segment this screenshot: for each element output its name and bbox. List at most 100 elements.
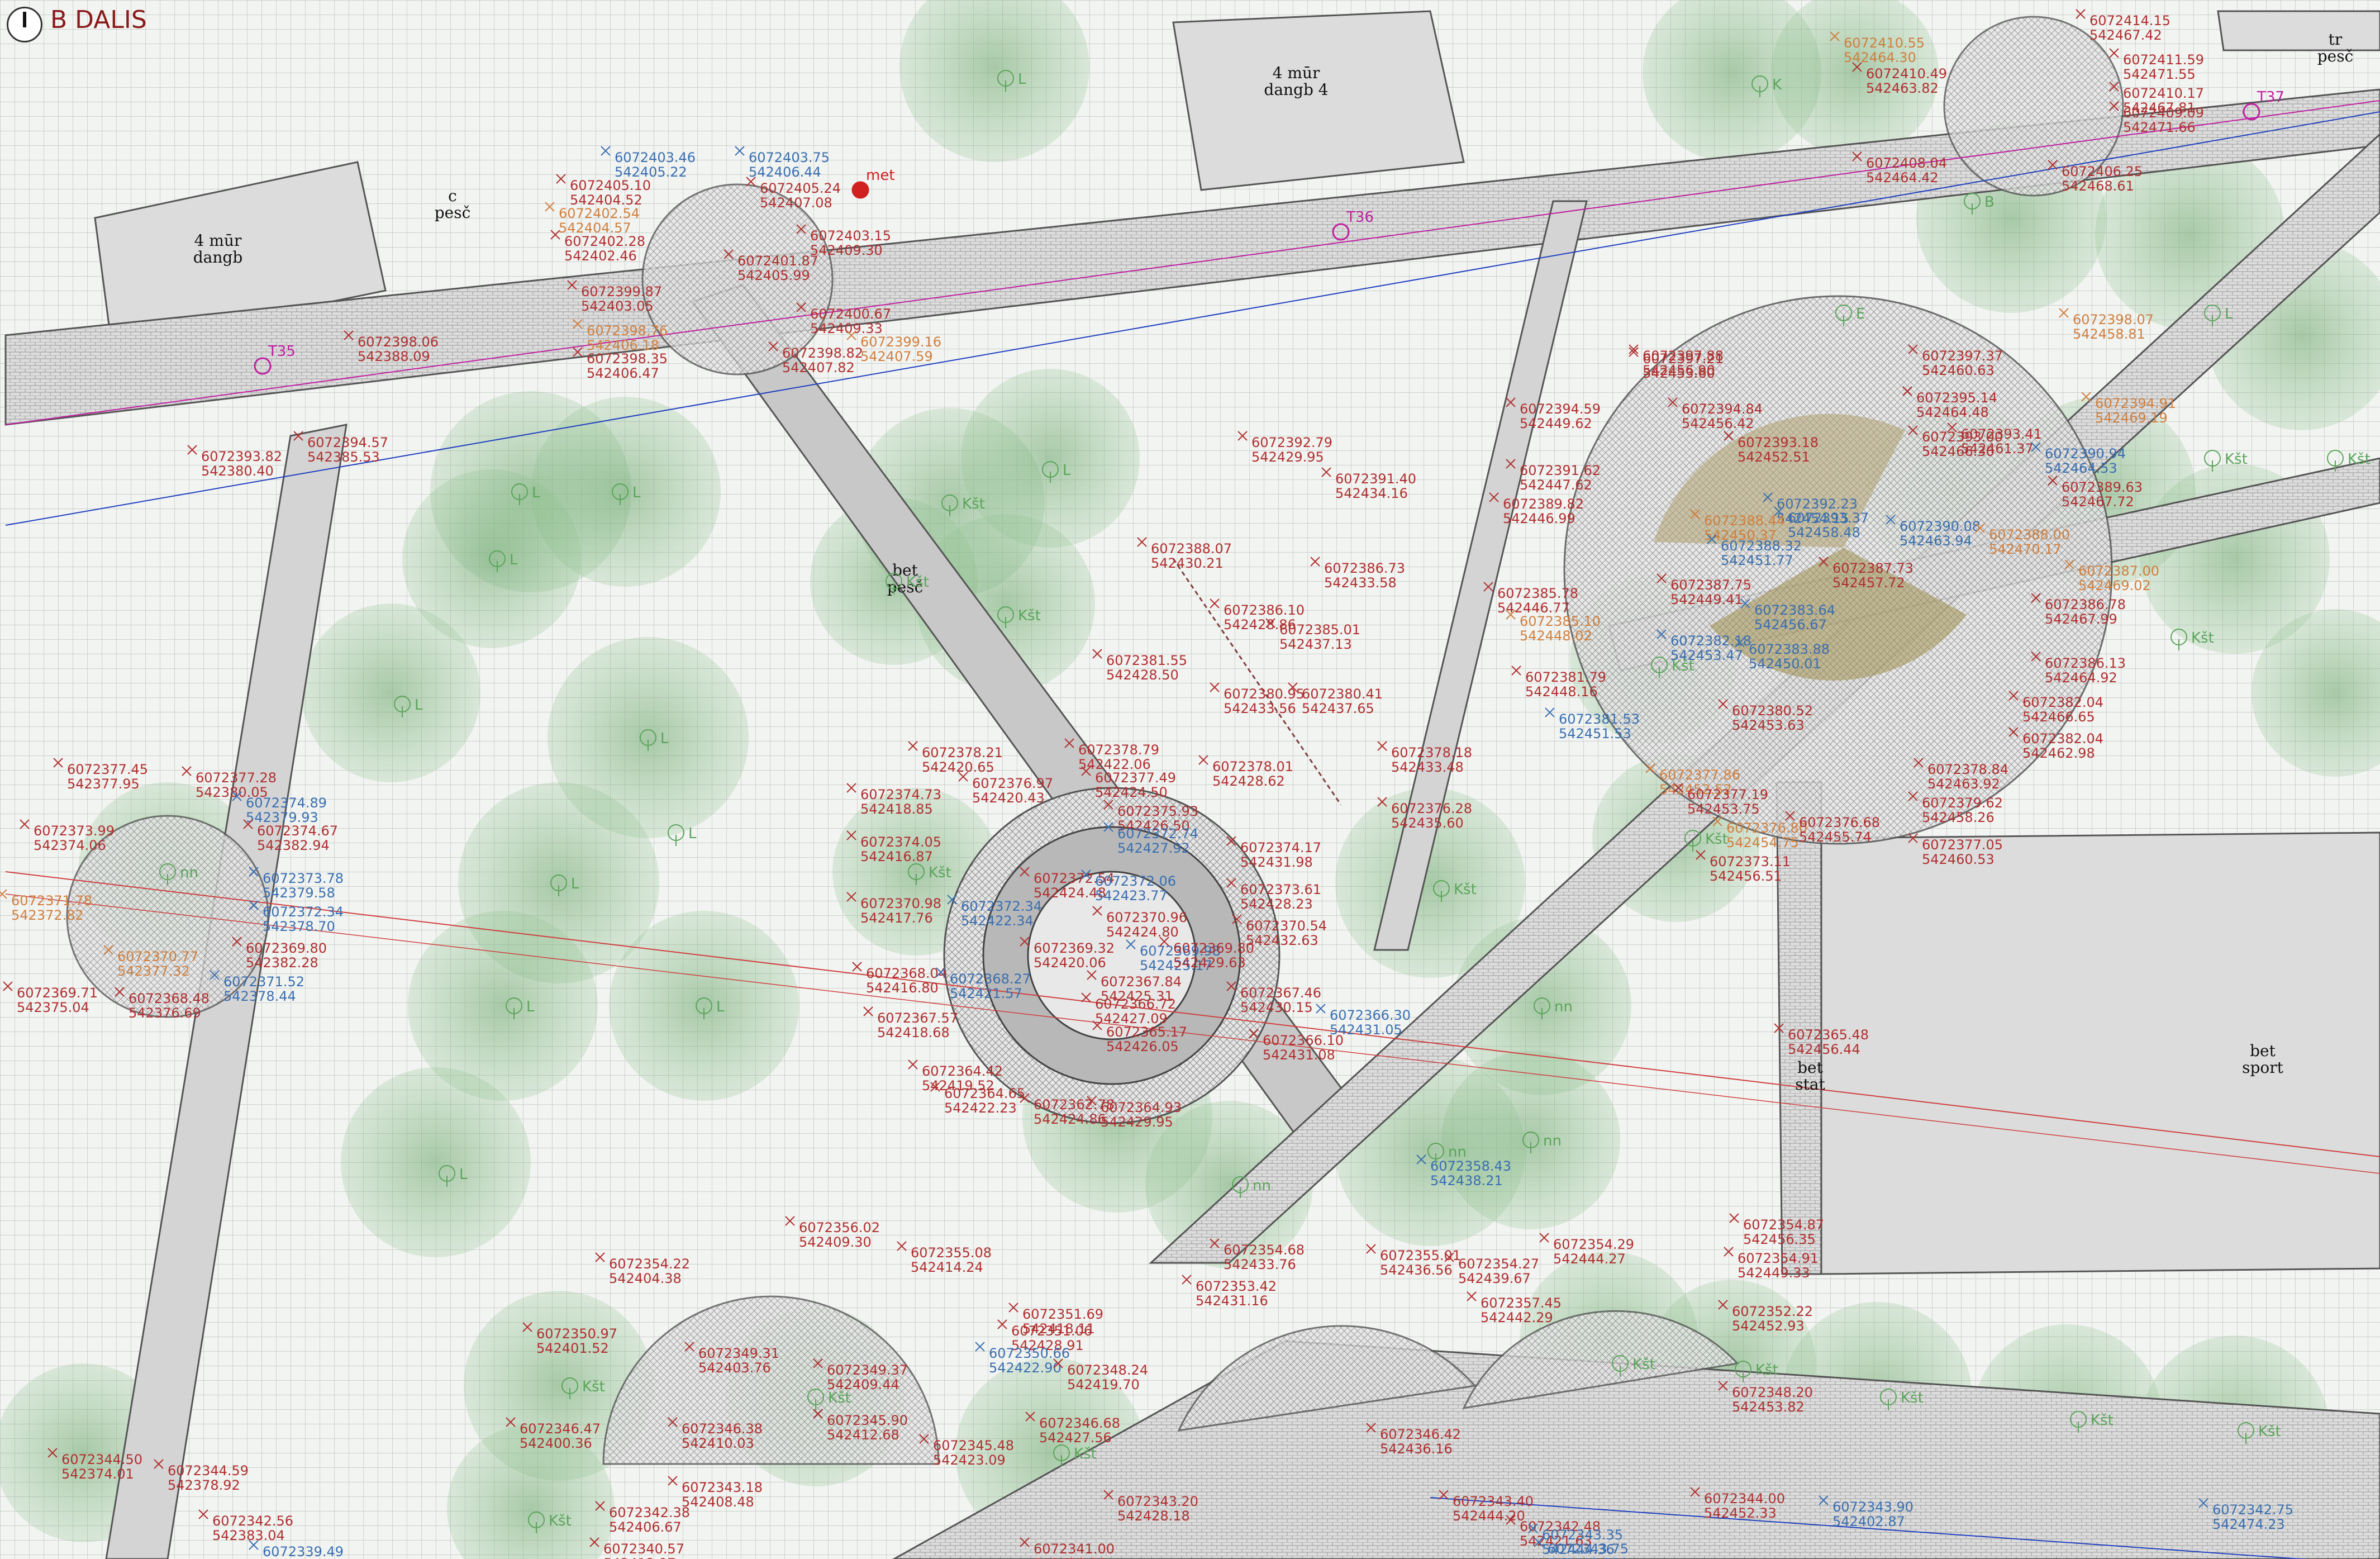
northing-text: 6072346.42 bbox=[1380, 1427, 1461, 1442]
survey-point-icon bbox=[1506, 459, 1516, 469]
northing-text: 6072388.44 bbox=[1704, 513, 1785, 529]
survey-point-icon bbox=[1629, 344, 1639, 354]
northing-text: 6072377.49 bbox=[1095, 770, 1176, 786]
survey-point-icon bbox=[232, 937, 242, 947]
zone-label: pesč bbox=[2317, 47, 2354, 65]
survey-point-icon bbox=[1534, 1537, 1544, 1547]
northing-text: 6072385.78 bbox=[1497, 586, 1578, 601]
northing-text: 6072348.24 bbox=[1067, 1362, 1148, 1378]
survey-point-icon bbox=[684, 1342, 694, 1352]
tree-type-label: nn bbox=[180, 864, 198, 881]
northing-text: 6072366.10 bbox=[1263, 1033, 1344, 1048]
northing-text: 6072394.59 bbox=[1520, 401, 1601, 417]
easting-text: 542442.29 bbox=[1481, 1310, 1553, 1325]
zone-label: stat bbox=[1795, 1075, 1825, 1094]
zone-label: bet bbox=[2250, 1042, 2276, 1060]
survey-point-icon bbox=[936, 967, 946, 977]
easting-text: 542458.81 bbox=[2073, 326, 2145, 342]
survey-point-icon bbox=[1735, 638, 1745, 648]
easting-text: 542444.20 bbox=[1453, 1508, 1525, 1524]
tree-type-label: Kšt bbox=[828, 1390, 851, 1406]
easting-text: 542420.43 bbox=[972, 790, 1045, 806]
easting-text: 542448.02 bbox=[1520, 628, 1592, 644]
tree-icon: L bbox=[511, 483, 540, 505]
survey-point-icon bbox=[2048, 476, 2058, 486]
easting-text: 542377.95 bbox=[67, 776, 140, 792]
survey-point-icon bbox=[1690, 1487, 1700, 1497]
northing-text: 6072383.64 bbox=[1754, 602, 1835, 618]
easting-text: 542468.61 bbox=[2062, 178, 2134, 194]
easting-text: 542406.44 bbox=[749, 164, 821, 180]
northing-text: 6072385.10 bbox=[1520, 614, 1601, 629]
northing-text: 6072369.32 bbox=[1034, 940, 1115, 956]
northing-text: 6072354.87 bbox=[1743, 1217, 1824, 1233]
zone-label: bet bbox=[1797, 1058, 1823, 1077]
tree-icon: Kšt bbox=[908, 863, 951, 885]
survey-point-icon bbox=[545, 202, 555, 212]
survey-point-icon bbox=[1008, 1303, 1018, 1313]
easting-text: 542402.46 bbox=[564, 248, 637, 264]
survey-point-icon bbox=[1690, 509, 1700, 519]
survey-point-icon bbox=[550, 230, 560, 240]
northing-text: 6072362.78 bbox=[1034, 1097, 1115, 1113]
northing-text: 6072390.94 bbox=[2045, 446, 2126, 462]
survey-point-icon bbox=[735, 146, 745, 156]
easting-text: 542406.67 bbox=[609, 1519, 682, 1535]
easting-text: 542455.74 bbox=[1799, 829, 1872, 845]
tree-icon: Kšt bbox=[2204, 450, 2248, 472]
northing-text: 6072371.78 bbox=[11, 893, 92, 909]
northing-text: 6072401.87 bbox=[737, 253, 818, 269]
easting-text: 542374.01 bbox=[61, 1466, 134, 1482]
survey-point-icon bbox=[723, 249, 734, 259]
northing-text: 6072398.76 bbox=[587, 323, 668, 339]
easting-text: 542435.60 bbox=[1391, 815, 1464, 831]
northing-text: 6072378.79 bbox=[1078, 742, 1159, 758]
northing-text: 6072380.52 bbox=[1732, 703, 1813, 719]
survey-point-icon bbox=[1886, 515, 1896, 525]
marker-label: T36 bbox=[1346, 209, 1374, 226]
tree-icon: Kšt bbox=[886, 573, 929, 595]
easting-text: 542458.48 bbox=[1788, 525, 1860, 540]
easting-text: 542449.62 bbox=[1520, 416, 1592, 431]
survey-point-icon bbox=[1774, 1023, 1784, 1033]
easting-text: 542416.80 bbox=[866, 980, 939, 996]
easting-text: 542424.50 bbox=[1095, 785, 1168, 800]
tree-icon: Kšt bbox=[2238, 1422, 2281, 1444]
tree-icon: Kšt bbox=[1433, 880, 1477, 902]
easting-text: 542376.69 bbox=[128, 1005, 201, 1021]
survey-point-icon bbox=[1103, 1490, 1113, 1500]
easting-text: 542427.09 bbox=[1095, 1011, 1168, 1026]
easting-text: 542401.52 bbox=[536, 1341, 609, 1356]
northing-text: 6072386.10 bbox=[1224, 602, 1305, 618]
survey-point-icon bbox=[556, 174, 566, 184]
survey-point-icon bbox=[567, 280, 577, 290]
easting-text: 542453.82 bbox=[1732, 1399, 1805, 1415]
northing-text: 6072387.75 bbox=[1670, 577, 1751, 593]
easting-text: 542425.31 bbox=[1101, 988, 1173, 1004]
northing-text: 6072405.24 bbox=[760, 180, 841, 196]
survey-point-icon bbox=[2109, 101, 2119, 111]
northing-text: 6072372.06 bbox=[1095, 873, 1176, 889]
northing-text: 6072399.16 bbox=[860, 334, 941, 350]
tree-icon: L bbox=[506, 997, 535, 1019]
easting-text: 542467.99 bbox=[2045, 611, 2117, 627]
northing-text: 6072398.82 bbox=[782, 345, 863, 361]
survey-point-icon bbox=[846, 330, 856, 340]
tree-icon: B bbox=[1964, 193, 1995, 215]
